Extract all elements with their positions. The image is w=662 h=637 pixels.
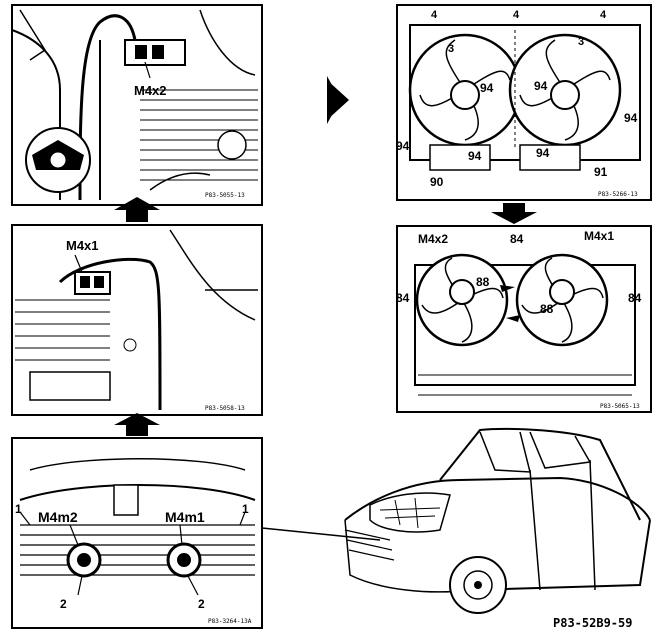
car-illustration — [261, 428, 651, 614]
figure-code-top-left: P83-5055-13 — [205, 192, 245, 199]
callout-94-a: 94 — [480, 81, 494, 95]
figure-code-mid-right: P83-5065-13 — [600, 403, 640, 410]
callout-m4x1-right: M4x1 — [584, 229, 614, 243]
callout-94-f: 94 — [536, 146, 550, 160]
callout-2-left: 2 — [60, 597, 67, 611]
callout-4-right: 4 — [600, 9, 607, 21]
callout-88-b: 88 — [540, 302, 554, 316]
callout-94-c: 94 — [624, 111, 638, 125]
figure-code-bottom-left: P83-3264-13A — [208, 618, 252, 625]
callout-4-mid: 4 — [513, 9, 520, 21]
figure-code-top-right: P83-5266-13 — [598, 191, 638, 198]
callout-m4x1-mid: M4x1 — [66, 238, 99, 253]
callout-94-e: 94 — [468, 149, 482, 163]
callout-84-right: 84 — [628, 291, 642, 305]
panel-mid-left: M4x1 P83-5058-13 — [11, 224, 263, 416]
callout-1-right: 1 — [242, 502, 249, 516]
callout-3-right: 3 — [578, 36, 584, 48]
callout-m4x2-top: M4x2 — [134, 83, 167, 98]
callout-2-right: 2 — [198, 597, 205, 611]
callout-90: 90 — [430, 175, 444, 189]
panel-top-right: 4 4 4 3 3 94 94 94 94 94 94 90 91 P83-52… — [396, 4, 652, 201]
callout-94-d: 94 — [396, 139, 410, 153]
callout-88-a: 88 — [476, 275, 490, 289]
panel-bottom-left: 1 M4m2 M4m1 1 2 2 P83-3264-13A — [11, 437, 263, 629]
up-arrow-icon — [114, 197, 160, 222]
panel-top-left: M4x2 P83-5055-13 — [11, 4, 263, 206]
callout-91: 91 — [594, 165, 608, 179]
figure-id: P83-52B9-59 — [553, 616, 632, 630]
figure-code-mid-left: P83-5058-13 — [205, 405, 245, 412]
callout-m4m1: M4m1 — [165, 509, 205, 525]
callout-84-top: 84 — [510, 232, 524, 246]
panel-mid-right: M4x2 84 M4x1 84 88 88 84 P83-5065-13 — [396, 225, 652, 413]
callout-84-left: 84 — [396, 291, 410, 305]
callout-4-left: 4 — [431, 9, 438, 21]
callout-94-b: 94 — [534, 79, 548, 93]
callout-m4x2-right: M4x2 — [418, 232, 448, 246]
callout-m4m2: M4m2 — [38, 509, 78, 525]
callout-1-left: 1 — [15, 502, 22, 516]
down-arrow-icon — [491, 203, 537, 224]
up-arrow-icon — [114, 413, 160, 436]
callout-3-left: 3 — [448, 43, 454, 55]
